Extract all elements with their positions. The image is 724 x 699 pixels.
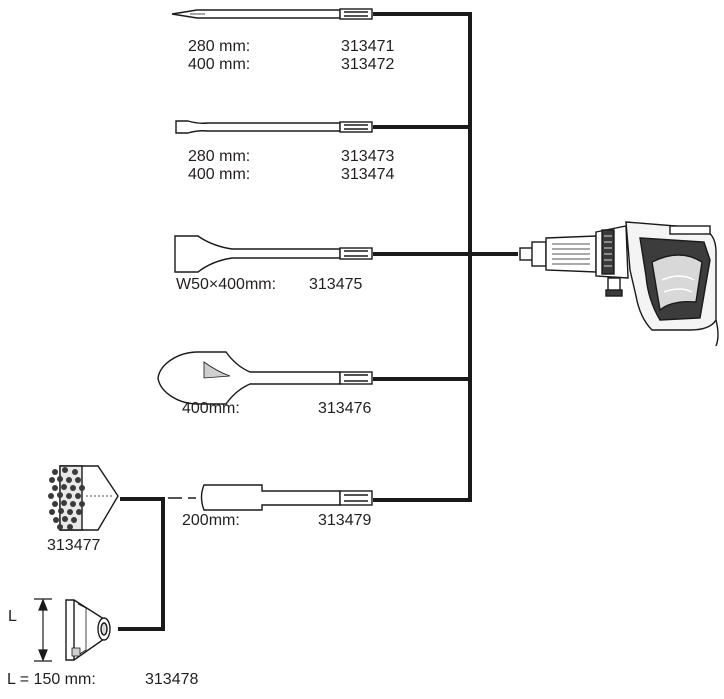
tamper-plate-code: 313478: [145, 671, 199, 688]
tamper-plate-size: L = 150 mm:: [7, 671, 96, 688]
accessory-1-size-1: 280 mm:: [188, 38, 251, 55]
adapter-bracket: [118, 497, 165, 631]
dimension-arrow: [34, 598, 52, 662]
accessory-2-size-1: 280 mm:: [188, 148, 251, 165]
pointed-chisel-icon: [171, 8, 373, 20]
connector-lines: [118, 12, 518, 631]
bush-hammer-head-icon: [48, 465, 119, 531]
spade-chisel-icon: [157, 351, 373, 405]
accessory-5-code: 313479: [318, 512, 372, 529]
accessory-2-code-1: 313473: [341, 148, 395, 165]
accessory-1-code-1: 313471: [341, 38, 395, 55]
accessory-5-size: 200mm:: [182, 512, 240, 529]
accessory-2-size-2: 400 mm:: [188, 166, 251, 183]
accessory-3-code: 313475: [309, 276, 363, 293]
shank-adapter-icon: [200, 484, 373, 511]
accessory-1-code-2: 313472: [341, 56, 395, 73]
flat-chisel-icon: [175, 120, 373, 134]
wide-chisel-icon: [174, 235, 373, 273]
tamper-plate-icon: [65, 599, 111, 661]
accessory-2-code-2: 313474: [341, 166, 395, 183]
dimension-letter: L: [8, 608, 17, 625]
accessory-1-size-2: 400 mm:: [188, 56, 251, 73]
accessory-4-size: 400mm:: [182, 400, 240, 417]
accessory-3-size: W50×400mm:: [176, 276, 277, 293]
bush-hammer-code: 313477: [47, 537, 101, 554]
accessory-4-code: 313476: [318, 400, 372, 417]
demolition-hammer-icon: [519, 221, 719, 347]
